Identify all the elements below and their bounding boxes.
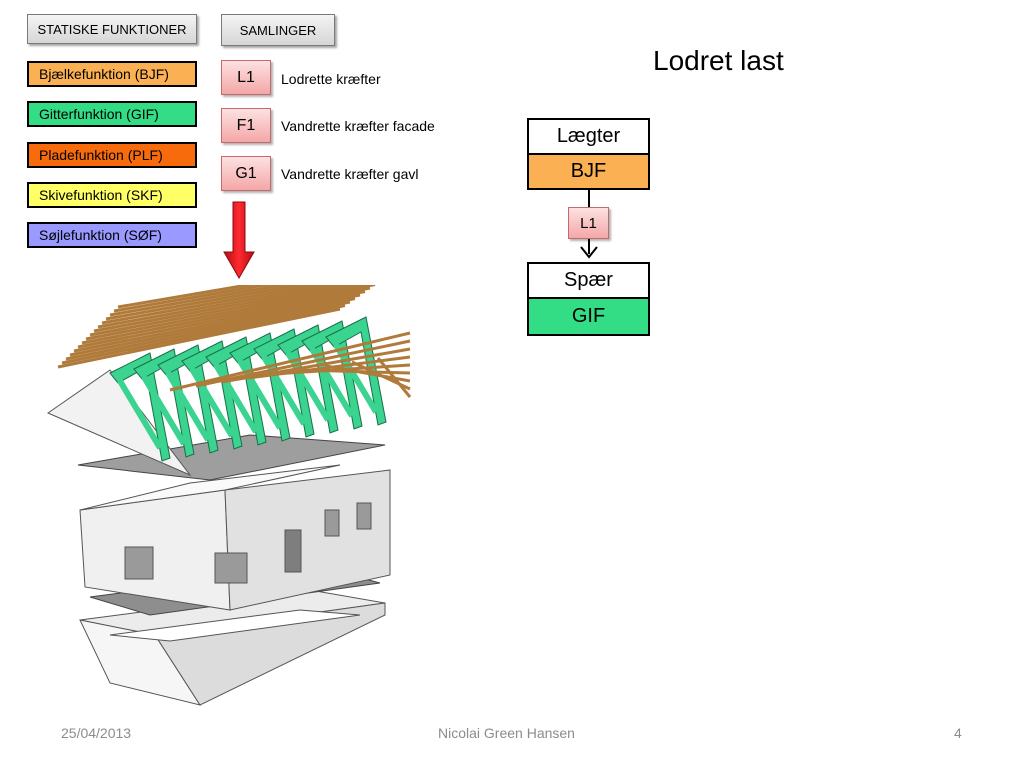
batten bbox=[61, 304, 346, 365]
batten bbox=[89, 285, 367, 337]
joint-l1-desc: Lodrette kræfter bbox=[281, 71, 381, 87]
footer-date: 25/04/2013 bbox=[61, 725, 132, 741]
exploded-house-illustration bbox=[46, 285, 412, 706]
functions-header: STATISKE FUNKTIONER bbox=[27, 14, 197, 44]
flow-bottom-name: Spær bbox=[527, 262, 650, 299]
batten-lower bbox=[376, 357, 412, 398]
legend-gif: Gitterfunktion (GIF) bbox=[27, 101, 197, 127]
batten bbox=[69, 297, 356, 357]
batten bbox=[65, 300, 351, 361]
batten bbox=[81, 286, 371, 345]
legend-plf: Pladefunktion (PLF) bbox=[27, 142, 197, 168]
joint-f1-desc: Vandrette kræfter facade bbox=[281, 118, 435, 134]
joint-l1: L1 bbox=[221, 60, 271, 95]
truss-diagonal bbox=[165, 371, 211, 442]
batten-lower bbox=[169, 331, 411, 392]
batten bbox=[113, 285, 274, 313]
batten bbox=[109, 285, 291, 317]
legend-sof: Søjlefunktion (SØF) bbox=[27, 222, 197, 248]
foundation-frame bbox=[79, 589, 386, 706]
joints-header: SAMLINGER bbox=[221, 14, 335, 46]
truss-diagonal bbox=[141, 375, 187, 446]
load-arrow-icon bbox=[223, 201, 255, 280]
joint-g1-desc: Vandrette kræfter gavl bbox=[281, 166, 419, 182]
gable bbox=[46, 369, 192, 477]
batten bbox=[77, 290, 366, 349]
truss-diagonal bbox=[189, 367, 235, 438]
flow-connector bbox=[580, 190, 598, 259]
joint-f1: F1 bbox=[221, 108, 271, 143]
flow-joint-l1: L1 bbox=[568, 207, 609, 239]
batten bbox=[73, 293, 361, 353]
flow-top-func: BJF bbox=[527, 153, 650, 190]
batten bbox=[57, 307, 341, 369]
batten bbox=[85, 285, 376, 341]
truss-diagonal bbox=[117, 379, 163, 450]
flow-bottom-func: GIF bbox=[527, 297, 650, 336]
flow-top-name: Lægter bbox=[527, 118, 650, 155]
footer-page-number: 4 bbox=[954, 725, 962, 741]
footer-author: Nicolai Green Hansen bbox=[438, 725, 575, 741]
batten bbox=[93, 285, 353, 333]
joint-g1: G1 bbox=[221, 156, 271, 191]
batten bbox=[97, 285, 338, 329]
legend-skf: Skivefunktion (SKF) bbox=[27, 182, 197, 208]
truss-diagonal bbox=[261, 355, 307, 426]
roof-battens bbox=[57, 285, 412, 398]
slide-title: Lodret last bbox=[653, 45, 784, 76]
walls bbox=[79, 464, 391, 611]
batten bbox=[105, 285, 307, 321]
batten bbox=[117, 285, 257, 309]
batten bbox=[101, 285, 323, 325]
legend-bjf: Bjælkefunktion (BJF) bbox=[27, 61, 197, 87]
batten-lower bbox=[195, 339, 411, 388]
